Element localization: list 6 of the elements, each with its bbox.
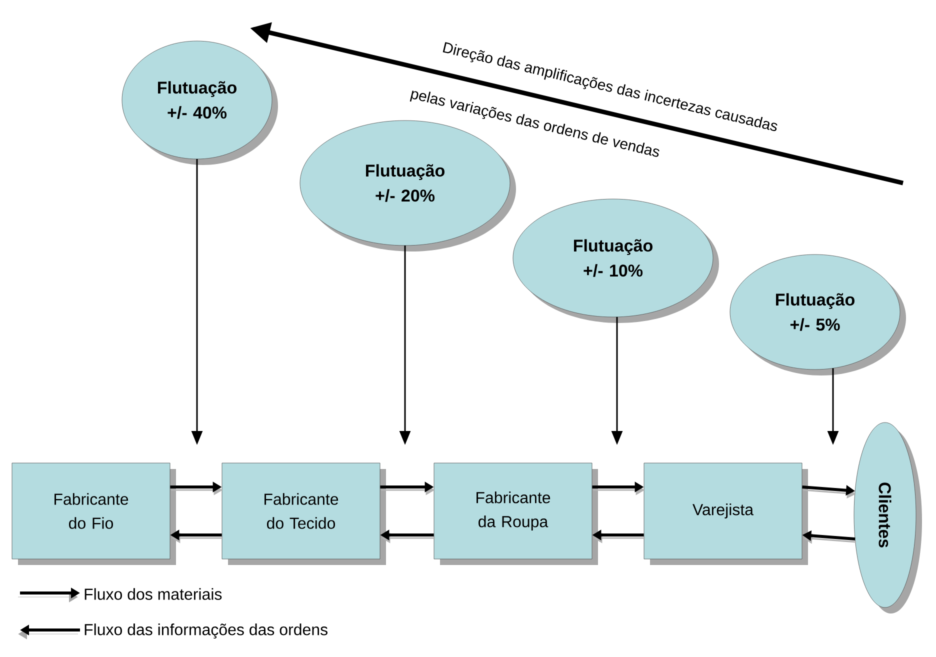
legend-label: Fluxo das informações das ordens [84, 624, 328, 638]
process-box: Fabricante do Fio [12, 462, 176, 565]
legend-label: Fluxo dos materiais [84, 588, 222, 600]
process-box: Fabricante do Tecido [222, 462, 386, 565]
process-box: Fabricante da Roupa [434, 462, 598, 565]
process-box: Varejista [644, 462, 808, 565]
